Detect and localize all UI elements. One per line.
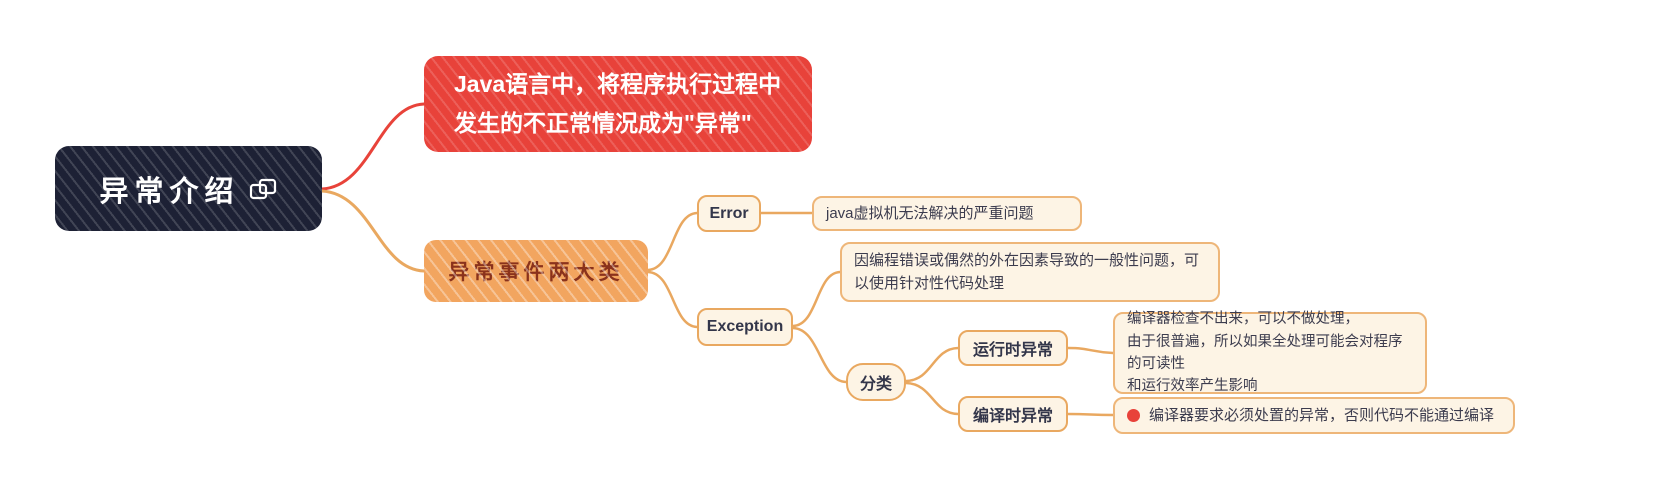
two-types-label: 异常事件两大类 (448, 261, 624, 284)
exception-label: Exception (706, 318, 784, 335)
connector-exception-classify (791, 326, 848, 384)
connector-root-twotypes (320, 189, 426, 273)
node-runtime-exception-description[interactable]: 编译器检查不出来，可以不做处理， 由于很普遍，所以如果全处理可能会对程序的可读性… (1113, 311, 1427, 395)
connector-classify-compile (904, 381, 960, 416)
classification-label: 分类 (859, 376, 892, 393)
connector-root-javadef (320, 102, 426, 191)
node-exception[interactable]: Exception (697, 308, 793, 346)
link-icon[interactable] (248, 176, 278, 202)
error-description-text: java虚拟机无法解决的严重问题 (826, 204, 1034, 222)
node-error[interactable]: Error (697, 195, 761, 232)
node-runtime-exception[interactable]: 运行时异常 (958, 330, 1068, 366)
connector-classify-runtime (904, 346, 960, 383)
node-java-exception-definition[interactable]: Java语言中，将程序执行过程中 发生的不正常情况成为"异常" (424, 56, 812, 152)
node-compiletime-exception[interactable]: 编译时异常 (958, 396, 1068, 432)
root-node-exception-intro[interactable]: 异常介绍 (55, 146, 322, 231)
compiletime-exception-label: 编译时异常 (972, 408, 1053, 425)
node-exception-description[interactable]: 因编程错误或偶然的外在因素导致的一般性问题，可 以使用针对性代码处理 (840, 242, 1220, 302)
red-dot-icon (1127, 409, 1140, 422)
node-two-exception-types[interactable]: 异常事件两大类 (424, 240, 648, 302)
connector-twotypes-error (646, 211, 699, 272)
node-compiletime-exception-description[interactable]: 编译器要求必须处置的异常，否则代码不能通过编译 (1113, 397, 1515, 434)
exception-description-line2: 以使用针对性代码处理 (854, 275, 1005, 292)
connector-runtime-desc (1066, 346, 1115, 355)
root-node-label: 异常介绍 (99, 175, 240, 208)
java-definition-line2: 发生的不正常情况成为"异常" (454, 110, 752, 136)
runtime-description-line1: 编译器检查不出来，可以不做处理， (1127, 311, 1359, 328)
connector-twotypes-exception (646, 270, 699, 329)
node-classification[interactable]: 分类 (846, 363, 906, 401)
connector-compile-desc (1066, 412, 1115, 417)
compiletime-description-text: 编译器要求必须处置的异常，否则代码不能通过编译 (1149, 406, 1495, 424)
java-definition-line1: Java语言中，将程序执行过程中 (454, 70, 782, 97)
runtime-exception-label: 运行时异常 (972, 342, 1053, 359)
error-label: Error (709, 204, 749, 222)
runtime-description-line3: 和运行效率产生影响 (1127, 378, 1258, 395)
node-error-description[interactable]: java虚拟机无法解决的严重问题 (812, 196, 1082, 231)
runtime-description-line2: 由于很普遍，所以如果全处理可能会对程序的可读性 (1127, 333, 1403, 372)
exception-description-line1: 因编程错误或偶然的外在因素导致的一般性问题，可 (854, 251, 1200, 269)
connector-exception-desc (791, 270, 842, 328)
